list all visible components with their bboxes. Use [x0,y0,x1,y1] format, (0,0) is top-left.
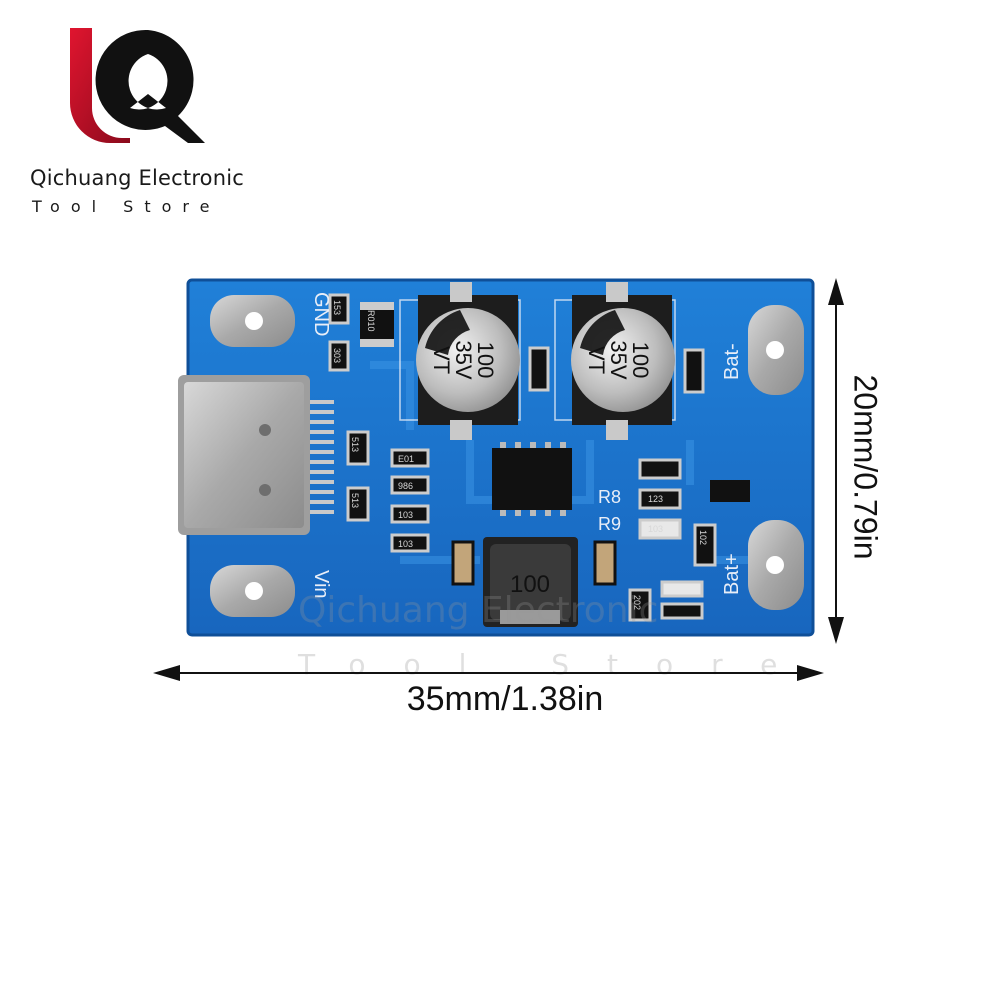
inductor [483,537,578,627]
code-986: 986 [398,481,413,491]
code-153: 153 [332,300,342,315]
bat-minus-label: Bat- [721,343,743,380]
code-r010: R010 [366,310,376,332]
smd-components [328,293,750,622]
width-arrow-left [153,665,180,681]
code-303: 303 [332,348,342,363]
vin-pad [210,565,295,617]
code-103-b: 103 [398,539,413,549]
code-102: 102 [698,530,708,545]
code-123: 123 [648,494,663,504]
code-513-a: 513 [350,437,360,452]
capacitor-right [571,282,675,440]
capacitor-right-line2: 35V [606,340,631,379]
bat-plus-pad [748,520,804,610]
pcb-board: 100 35V VT 100 35V VT 100 [178,278,815,637]
code-103-c: 103 [648,524,663,534]
bat-minus-pad [748,305,804,395]
capacitor-right-line3: VT [584,346,609,374]
brand-name: Qichuang Electronic [30,166,245,190]
capacitor-right-line1: 100 [628,342,653,379]
capacitor-left-line1: 100 [473,342,498,379]
height-dimension-text: 20mm/0.79in [847,374,884,560]
capacitor-left-line3: VT [429,346,454,374]
width-dimension-label: 35mm/1.38in [406,680,604,718]
lq-logo-icon [70,28,205,143]
usb-c-connector [178,375,334,535]
watermark-name: Qichuang Electronic [298,590,659,631]
inductor-label: 100 [510,571,550,598]
gnd-pad [210,295,295,347]
code-513-b: 513 [350,493,360,508]
watermark-subtitle: Tool Store [298,648,816,681]
capacitor-left [416,282,520,440]
gnd-label: GND [310,292,332,336]
ic-chip [492,442,572,516]
code-103-a: 103 [398,510,413,520]
bat-plus-label: Bat+ [721,553,743,595]
r8-label: R8 [598,487,621,507]
height-arrow-top [828,278,844,305]
height-arrow-bottom [828,617,844,644]
width-arrow-right [797,665,824,681]
code-202: 202 [632,595,642,610]
capacitor-left-line2: 35V [451,340,476,379]
r9-label: R9 [598,514,621,534]
brand-subtitle: Tool Store [32,197,221,216]
code-e01: E01 [398,454,414,464]
vin-label: Vin [310,570,332,599]
